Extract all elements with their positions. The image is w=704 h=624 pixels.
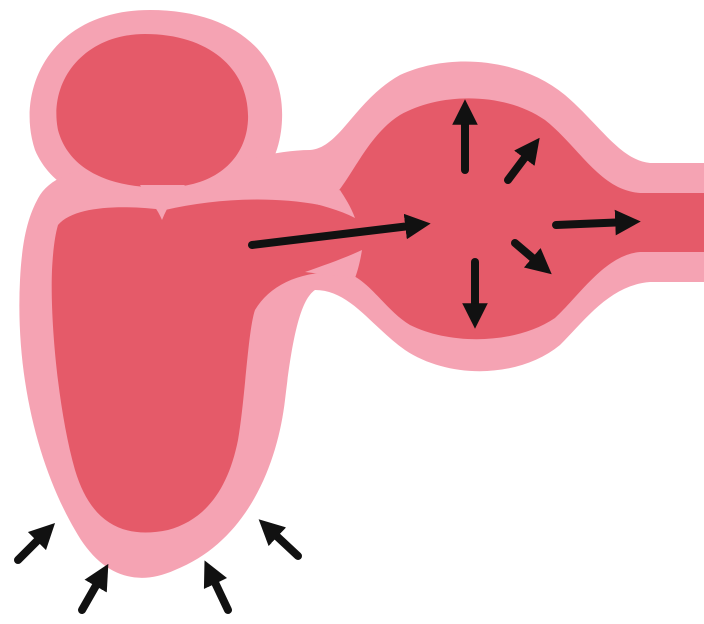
arrow-icon <box>82 575 102 610</box>
atrium <box>56 34 248 187</box>
arrow-icon <box>18 532 46 560</box>
arrow-icon <box>210 572 228 610</box>
arrow-icon <box>556 222 628 225</box>
arrow-icon <box>268 528 298 556</box>
